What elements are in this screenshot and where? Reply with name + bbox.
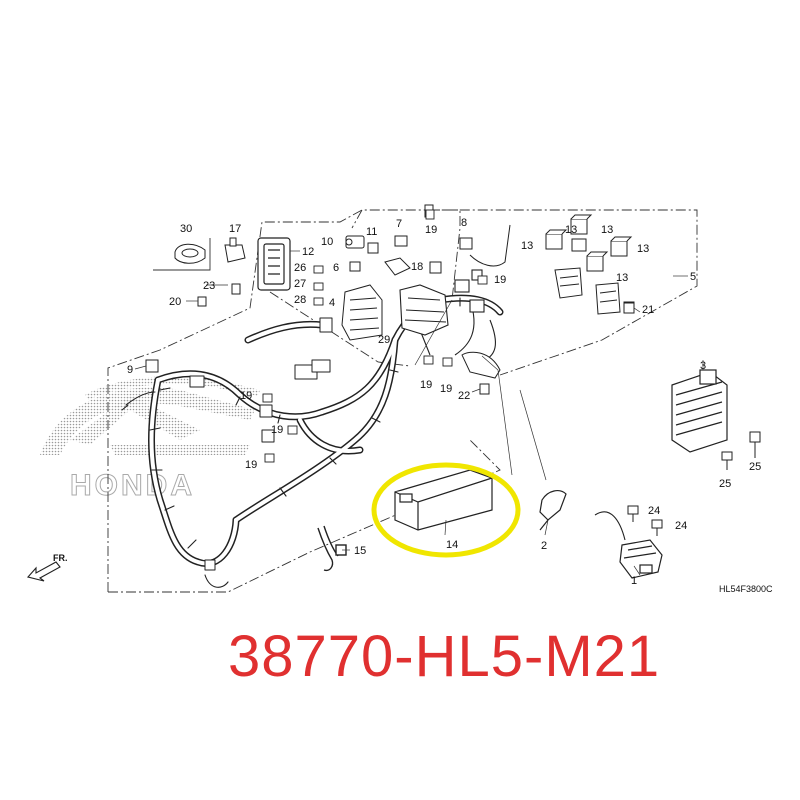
callout-18: 18 <box>411 261 423 273</box>
callout-13d: 13 <box>637 243 649 255</box>
callout-6: 6 <box>333 262 339 274</box>
fuse-box-cover <box>257 237 291 291</box>
clip-17 <box>224 237 246 263</box>
assembly-boundary <box>107 209 698 593</box>
callout-14: 14 <box>446 539 458 551</box>
callout-13b: 13 <box>565 224 577 236</box>
central-connector-block <box>399 269 485 336</box>
main-wire-harness <box>121 294 504 588</box>
grommet-9 <box>145 359 159 373</box>
honda-wordmark: HONDA <box>70 469 195 502</box>
callout-8: 8 <box>461 217 467 229</box>
callout-22: 22 <box>458 390 470 402</box>
callout-3: 3 <box>700 360 706 372</box>
bolts <box>627 431 761 536</box>
callout-17: 17 <box>229 223 241 235</box>
callout-19g: 19 <box>245 459 257 471</box>
callout-4: 4 <box>329 297 335 309</box>
callout-21: 21 <box>642 304 654 316</box>
relays <box>545 214 635 315</box>
clip-21 <box>623 302 635 314</box>
wire-clamp <box>317 525 347 572</box>
callout-19e: 19 <box>240 390 252 402</box>
callout-28: 28 <box>294 294 306 306</box>
control-unit-14 <box>394 469 493 531</box>
front-arrow-icon <box>26 561 61 582</box>
callout-19d: 19 <box>440 383 452 395</box>
callout-12: 12 <box>302 246 314 258</box>
clips-20-23 <box>197 283 241 307</box>
callout-24b: 24 <box>675 520 687 532</box>
clip-22 <box>461 351 501 395</box>
callout-23: 23 <box>203 280 215 292</box>
callout-13a: 13 <box>521 240 533 252</box>
callout-29: 29 <box>378 334 390 346</box>
callout-15: 15 <box>354 545 366 557</box>
honda-wing-watermark: HONDA <box>40 375 260 503</box>
callout-5: 5 <box>690 271 696 283</box>
leader-lines <box>134 250 704 576</box>
ignition-coil <box>619 539 663 579</box>
bracket-30-box <box>153 238 211 271</box>
callout-11: 11 <box>366 226 377 238</box>
front-arrow: FR. <box>26 553 68 582</box>
callout-10: 10 <box>321 236 333 248</box>
sensor-connectors <box>345 235 408 272</box>
spark-plug-cap <box>539 490 567 531</box>
callout-9: 9 <box>127 364 133 376</box>
callout-27: 27 <box>294 278 306 290</box>
harness-bracket <box>174 243 206 264</box>
callout-1: 1 <box>631 575 637 587</box>
callout-20: 20 <box>169 296 181 308</box>
fuse-box <box>341 284 383 341</box>
clips-19 <box>262 209 488 463</box>
callout-13c: 13 <box>601 224 613 236</box>
callout-25b: 25 <box>719 478 731 490</box>
front-label: FR. <box>53 553 68 563</box>
callout-19f: 19 <box>271 424 283 436</box>
callout-30: 30 <box>180 223 192 235</box>
highlight-ring <box>371 462 521 558</box>
callout-7: 7 <box>396 218 402 230</box>
callout-25a: 25 <box>749 461 761 473</box>
callout-19a: 19 <box>425 224 437 236</box>
callout-19c: 19 <box>420 379 432 391</box>
diagram-code: HL54F3800C <box>719 584 773 594</box>
callout-labels: 1 2 3 4 5 6 7 8 9 10 11 12 13 13 13 13 1… <box>127 217 761 587</box>
part-number-label: 38770-HL5-M21 <box>228 624 661 689</box>
regulator-rectifier <box>671 369 728 453</box>
callout-2: 2 <box>541 540 547 552</box>
callout-24a: 24 <box>648 505 660 517</box>
callout-26: 26 <box>294 262 306 274</box>
mini-fuses <box>313 265 324 306</box>
callout-13e: 13 <box>616 272 628 284</box>
callout-19b: 19 <box>494 274 506 286</box>
